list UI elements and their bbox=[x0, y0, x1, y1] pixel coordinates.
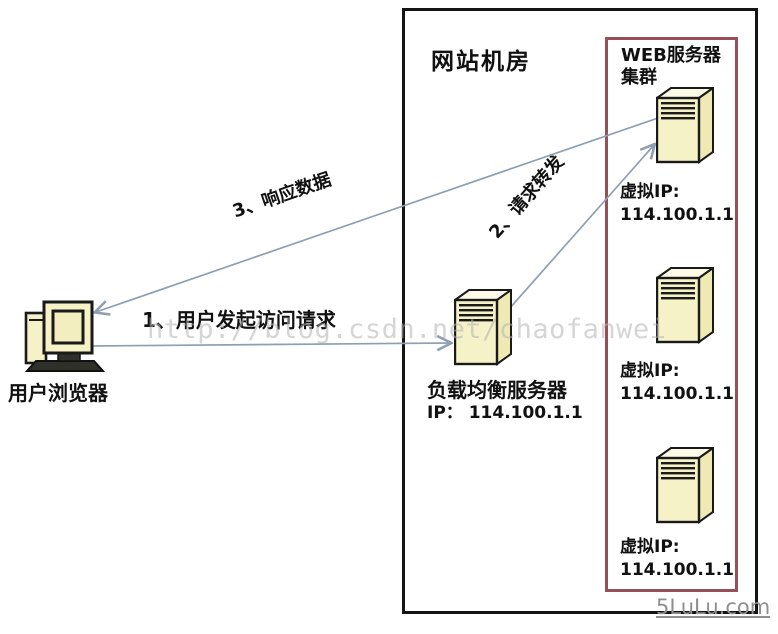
load-balancer-ip-label: IP： 114.100.1.1 bbox=[427, 403, 583, 423]
vip-address: 114.100.1.1 bbox=[620, 560, 735, 580]
load-balancer-label: 负载均衡服务器 bbox=[427, 378, 567, 402]
web-server-3-vip-label: 虚拟IP: 114.100.1.1 bbox=[620, 536, 734, 582]
csdn-blog-watermark: http://blog.csdn.net/chaofanwei bbox=[147, 314, 667, 345]
vip-address: 114.100.1.1 bbox=[620, 384, 735, 404]
vip-caption: 虚拟IP: bbox=[620, 537, 680, 557]
5lulu-watermark: 5LuLu.com bbox=[656, 595, 771, 619]
web-server-1-tower-icon bbox=[656, 87, 714, 164]
vip-caption: 虚拟IP: bbox=[620, 361, 680, 381]
vip-caption: 虚拟IP: bbox=[620, 182, 680, 202]
desktop-computer-icon bbox=[24, 300, 106, 372]
response-flow-label: 3、响应数据 bbox=[230, 169, 334, 223]
vip-address: 114.100.1.1 bbox=[620, 205, 735, 225]
web-server-1-vip-label: 虚拟IP: 114.100.1.1 bbox=[620, 181, 734, 227]
web-server-2-tower-icon bbox=[656, 267, 714, 344]
web-cluster-title: WEB服务器集群 bbox=[621, 45, 721, 88]
user-browser-label: 用户浏览器 bbox=[8, 381, 108, 405]
machine-room-title: 网站机房 bbox=[431, 49, 531, 75]
web-server-2-vip-label: 虚拟IP: 114.100.1.1 bbox=[620, 360, 734, 406]
web-server-3-tower-icon bbox=[656, 447, 714, 524]
